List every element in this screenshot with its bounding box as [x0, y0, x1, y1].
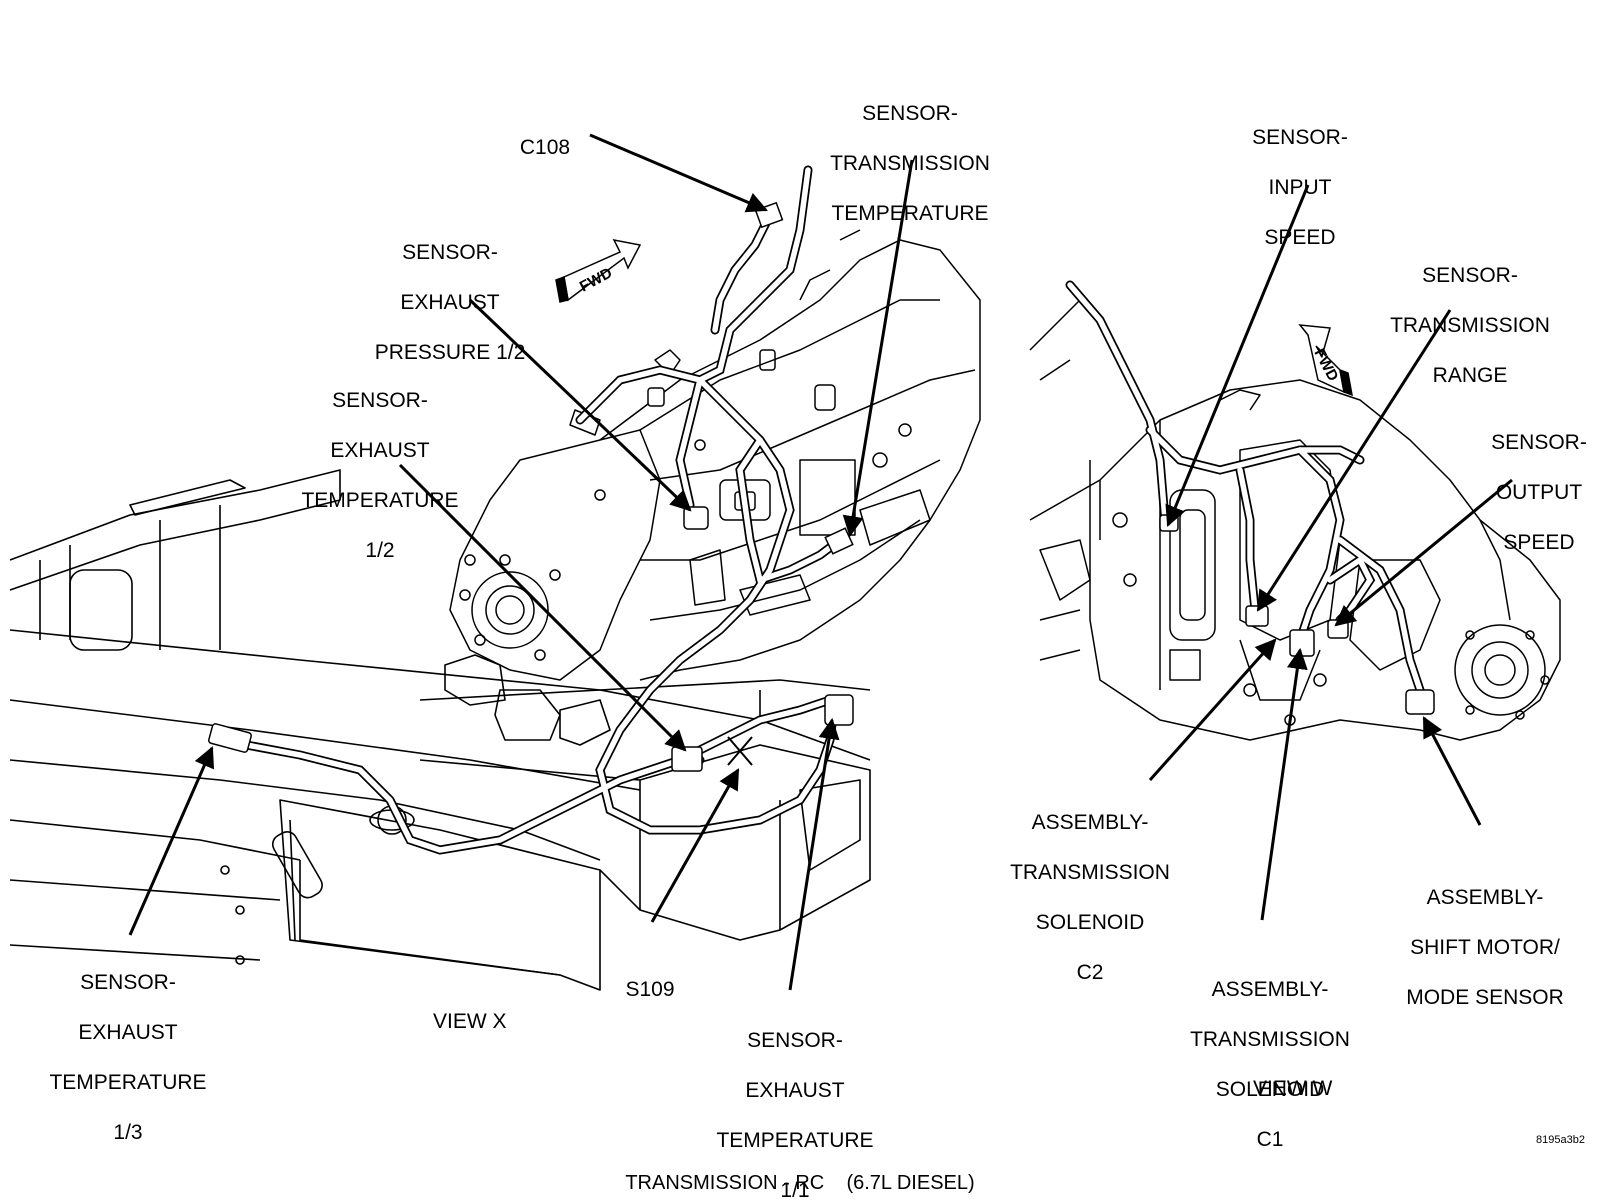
leader-arrows — [128, 133, 1513, 991]
label-sensor-exhaust-pressure-12: SENSOR- EXHAUST PRESSURE 1/2 — [374, 241, 526, 364]
label-assembly-transmission-solenoid-c2: ASSEMBLY- TRANSMISSION SOLENOID C2 — [1010, 811, 1170, 984]
harness-x — [208, 165, 854, 855]
label-sensor-transmission-range: SENSOR- TRANSMISSION RANGE — [1390, 264, 1550, 387]
figure-caption: TRANSMISSION - RC (6.7L DIESEL) — [625, 1172, 975, 1194]
figure-code: 8195a3b2 — [1536, 1134, 1585, 1146]
view-x-label: VIEW X — [433, 1010, 507, 1033]
label-s109: S109 — [625, 978, 675, 1001]
label-assembly-shift-motor-mode-sensor: ASSEMBLY- SHIFT MOTOR/ MODE SENSOR — [1406, 886, 1564, 1009]
label-sensor-input-speed: SENSOR- INPUT SPEED — [1252, 126, 1348, 249]
view-w-label: VIEW W — [1253, 1077, 1333, 1100]
label-sensor-transmission-temperature: SENSOR- TRANSMISSION TEMPERATURE — [830, 102, 990, 225]
label-c108: C108 — [519, 136, 571, 159]
label-sensor-exhaust-temperature-11: SENSOR- EXHAUST TEMPERATURE 1/1 — [716, 1029, 874, 1200]
label-assembly-transmission-solenoid-c1: ASSEMBLY- TRANSMISSION SOLENOID C1 — [1190, 978, 1350, 1151]
label-sensor-exhaust-temperature-12: SENSOR- EXHAUST TEMPERATURE 1/2 — [301, 389, 459, 562]
label-sensor-output-speed: SENSOR- OUTPUT SPEED — [1491, 431, 1587, 554]
harness-w — [1065, 280, 1435, 715]
fwd-arrow-w — [1298, 324, 1353, 397]
label-sensor-exhaust-temperature-13: SENSOR- EXHAUST TEMPERATURE 1/3 — [49, 971, 207, 1144]
fwd-arrow-x — [555, 238, 642, 303]
